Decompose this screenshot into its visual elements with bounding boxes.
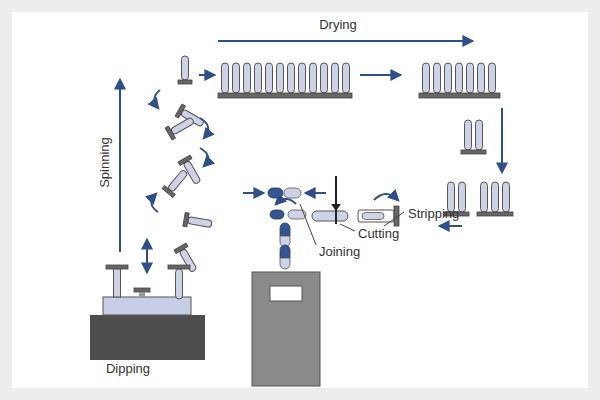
- rotation-arrow: [276, 199, 296, 204]
- cutting-blade: [312, 176, 348, 224]
- step-label: Stripping: [408, 206, 459, 221]
- capsule-halves: [270, 210, 306, 219]
- flow-arrow: [146, 240, 148, 272]
- dipping-machine: [90, 265, 205, 360]
- step-label: Cutting: [358, 226, 399, 241]
- joined-capsule: [280, 223, 290, 269]
- flow-arrow: [199, 74, 214, 76]
- flow-arrow: [218, 40, 472, 42]
- step-label: Joining: [319, 244, 360, 259]
- rotation-arrow: [374, 194, 398, 200]
- step-label: Dipping: [106, 361, 150, 376]
- step-label: Spinning: [96, 137, 111, 188]
- ground: [12, 12, 588, 388]
- flow-arrow: [306, 192, 326, 194]
- flow-arrow: [501, 108, 503, 172]
- drying-rack: [461, 120, 486, 154]
- flow-arrow: [119, 80, 121, 252]
- spinning-pins: [162, 56, 213, 274]
- filling-machine: [252, 272, 320, 386]
- rotation-arrows: [151, 90, 208, 212]
- capsule-joining: [268, 188, 301, 198]
- drying-rack: [218, 63, 352, 98]
- flow-arrow: [243, 192, 263, 194]
- step-label: Drying: [319, 17, 357, 32]
- flow-arrow: [360, 74, 400, 76]
- stripping-pin: [358, 206, 399, 226]
- leader-line: [300, 204, 404, 245]
- drying-rack: [419, 63, 500, 98]
- flow-arrow: [440, 225, 462, 227]
